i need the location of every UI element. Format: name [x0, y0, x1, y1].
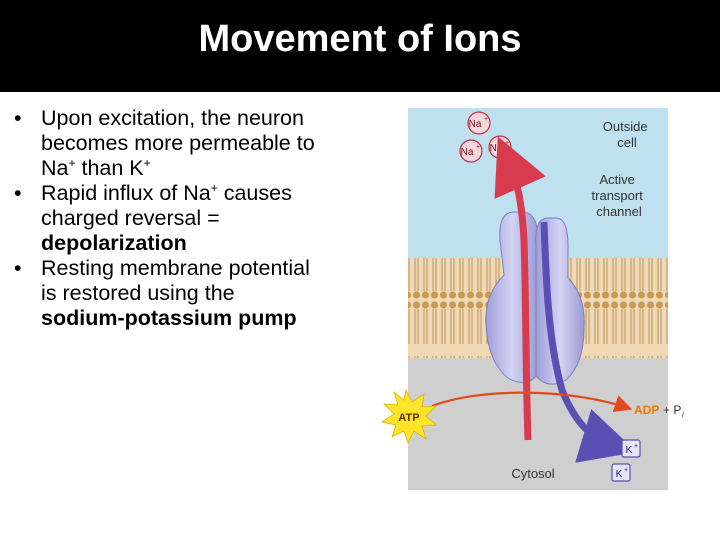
text-segment: causes: [217, 181, 292, 205]
atp-burst-icon: ATP: [380, 388, 438, 445]
bullet-line: is restored using the: [41, 281, 235, 305]
slide-title: Movement of Ions: [198, 18, 522, 60]
phosphate-subscript: i: [682, 410, 684, 419]
bullet-marker: •: [14, 256, 22, 280]
bullet-list: • Upon excitation, the neuron becomes mo…: [14, 106, 384, 331]
ion-label: K: [616, 469, 623, 480]
text-segment: Rapid influx of Na: [41, 181, 211, 205]
bullet-marker: •: [14, 106, 22, 130]
sodium-ion: Na +: [488, 135, 512, 159]
ion-label: Na: [461, 147, 474, 158]
charge-superscript: +: [505, 140, 509, 147]
key-term: depolarization: [41, 231, 187, 255]
sodium-efflux-arrow: [494, 136, 546, 441]
ion-label: K: [626, 445, 633, 456]
ion-name: Na: [41, 156, 69, 180]
bullet-line: Rapid influx of Na+ causes: [41, 181, 384, 206]
charge-superscript: +: [143, 156, 151, 170]
label-line: Outside: [603, 119, 648, 134]
sodium-ion: Na +: [459, 139, 483, 163]
bullet-line: becomes more permeable to: [41, 131, 315, 155]
active-transport-channel-label: Active transport channel: [592, 172, 647, 219]
bullet-line: sodium-potassium pump: [41, 306, 384, 331]
charge-superscript: +: [484, 116, 488, 123]
text-segment: than K: [75, 156, 144, 180]
charge-superscript: +: [210, 181, 218, 195]
cytosol-label: Cytosol: [511, 466, 554, 481]
atp-label: ATP: [398, 412, 419, 424]
charge-superscript: +: [624, 467, 628, 474]
ion-label: Na: [490, 143, 503, 154]
bullet-line: Resting membrane potential: [41, 256, 310, 280]
phosphate-label: + P: [663, 403, 681, 417]
sodium-ion: Na +: [467, 111, 491, 135]
charge-superscript: +: [476, 144, 480, 151]
bullet-marker: •: [14, 181, 22, 205]
atp-hydrolysis-arrow: [431, 391, 633, 413]
potassium-influx-arrow: [540, 221, 637, 463]
label-line: Active: [599, 172, 634, 187]
label-line: transport: [592, 188, 644, 203]
title-bar: [0, 0, 720, 92]
bullet-item: • Upon excitation, the neuron becomes mo…: [14, 106, 384, 181]
charge-superscript: +: [634, 443, 638, 450]
potassium-ion: K +: [621, 439, 641, 458]
bullet-line: charged reversal =: [41, 206, 220, 230]
ion-label: Na: [469, 119, 482, 130]
bullet-line: depolarization: [41, 231, 384, 256]
bullet-item: • Rapid influx of Na+ causes charged rev…: [14, 181, 384, 256]
potassium-ion: K +: [611, 463, 631, 482]
bullet-item: • Resting membrane potential is restored…: [14, 256, 384, 331]
bullet-line: Na+ than K+: [41, 156, 384, 181]
sodium-potassium-pump-diagram: Na + Na + Na + ATP ADP + P i K + K + Out…: [380, 108, 684, 490]
bullet-line: Upon excitation, the neuron: [41, 106, 304, 130]
label-line: channel: [596, 204, 642, 219]
adp-label: ADP: [634, 403, 659, 417]
key-term: sodium-potassium pump: [41, 306, 297, 330]
label-line: cell: [617, 135, 637, 150]
outside-cell-label: Outside cell: [603, 119, 651, 150]
charge-superscript: +: [68, 156, 76, 170]
